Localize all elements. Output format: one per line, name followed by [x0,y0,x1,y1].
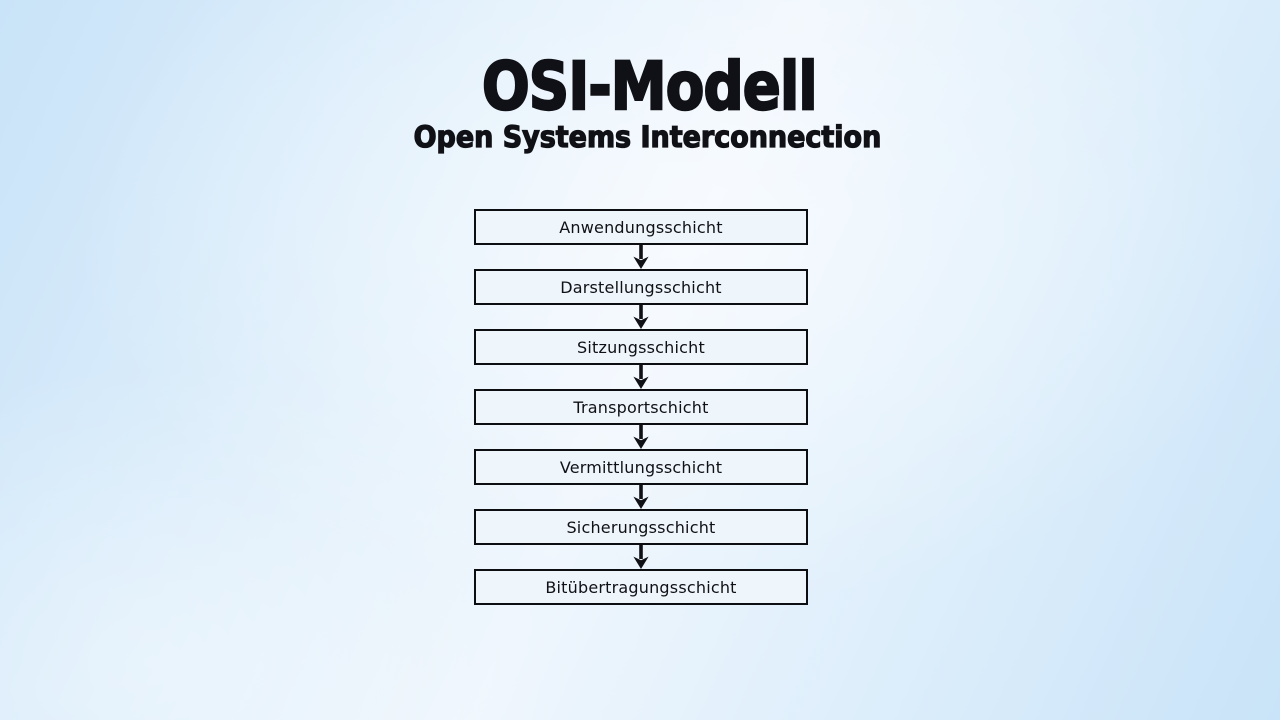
page-title: OSI-Modell [481,48,819,125]
layer-box-darstellungsschicht: Darstellungsschicht [474,269,808,305]
down-arrow-icon [631,365,651,389]
layer-box-transportschicht: Transportschicht [474,389,808,425]
down-arrow-icon [631,425,651,449]
layer-box-anwendungsschicht: Anwendungsschicht [474,209,808,245]
osi-layer-stack: Anwendungsschicht Darstellungsschicht Si… [474,209,808,605]
layer-box-sitzungsschicht: Sitzungsschicht [474,329,808,365]
down-arrow-icon [631,245,651,269]
layer-box-bituebertragungsschicht: Bitübertragungsschicht [474,569,808,605]
down-arrow-icon [631,305,651,329]
layer-box-vermittlungsschicht: Vermittlungsschicht [474,449,808,485]
diagram-header: OSI-Modell Open Systems Interconnection [0,0,1280,154]
down-arrow-icon [631,485,651,509]
down-arrow-icon [631,545,651,569]
page-subtitle: Open Systems Interconnection [413,120,882,154]
layer-box-sicherungsschicht: Sicherungsschicht [474,509,808,545]
